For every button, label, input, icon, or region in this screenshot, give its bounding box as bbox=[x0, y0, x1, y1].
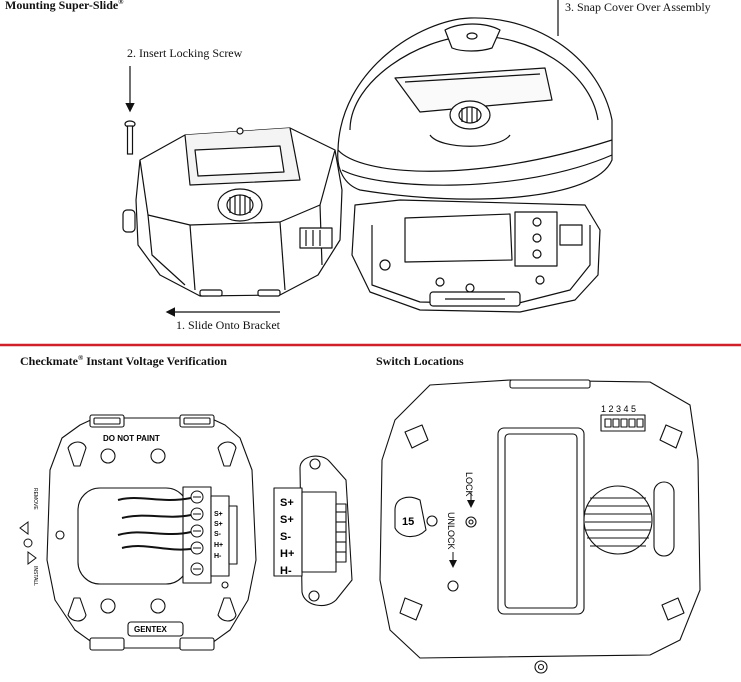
install-text: INSTALL bbox=[32, 566, 38, 586]
checkmate-wires bbox=[117, 497, 192, 551]
title-text: Checkmate bbox=[20, 354, 78, 368]
terminal-labels: S+ S+ S- H+ H- bbox=[214, 511, 223, 560]
unlock-text: UNLOCK bbox=[446, 512, 456, 550]
brand-text: GENTEX bbox=[134, 625, 168, 634]
lock-arrows bbox=[449, 492, 475, 568]
registered-mark: ® bbox=[118, 0, 124, 6]
remove-install-indicator bbox=[19, 521, 37, 565]
terminal-label: S+ bbox=[214, 521, 223, 528]
terminal-label: H- bbox=[214, 553, 222, 560]
connector-label: S+ bbox=[280, 514, 294, 526]
terminal-label: S+ bbox=[214, 511, 223, 518]
badge-number: 15 bbox=[402, 516, 414, 528]
dip-switch-numbers: 1 2 3 4 5 bbox=[601, 404, 636, 414]
detector-cover-assembly bbox=[337, 17, 613, 313]
title-rest: Instant Voltage Verification bbox=[83, 354, 227, 368]
connector-label: S- bbox=[280, 531, 291, 543]
section-title-mounting: Mounting Super-Slide® bbox=[5, 0, 123, 13]
step-3-label: 3. Snap Cover Over Assembly bbox=[565, 0, 711, 14]
connector-label: H+ bbox=[280, 548, 294, 560]
lock-text: LOCK bbox=[464, 472, 474, 497]
do-not-paint-text: DO NOT PAINT bbox=[103, 434, 160, 443]
section-title-checkmate: Checkmate® Instant Voltage Verification bbox=[20, 354, 227, 369]
section-title-switch: Switch Locations bbox=[376, 354, 464, 368]
title-text: Mounting Super-Slide bbox=[5, 0, 119, 12]
connector-labels: S+ S+ S- H+ H- bbox=[280, 497, 294, 577]
step-2-label: 2. Insert Locking Screw bbox=[127, 46, 243, 60]
voltage-connector-module bbox=[273, 455, 353, 607]
connector-label: S+ bbox=[280, 497, 294, 509]
terminal-label: S- bbox=[214, 531, 222, 538]
checkmate-terminal-screws bbox=[190, 490, 204, 576]
registered-mark: ® bbox=[77, 354, 84, 362]
remove-text: REMOVE bbox=[32, 488, 38, 510]
speaker-grille-lines bbox=[585, 497, 651, 547]
switch-board bbox=[379, 379, 701, 674]
terminal-label: H+ bbox=[214, 542, 223, 549]
connector-label: H- bbox=[280, 565, 292, 577]
step-1-label: 1. Slide Onto Bracket bbox=[176, 318, 280, 332]
locking-screw bbox=[124, 66, 136, 155]
detector-base-bracket bbox=[122, 127, 343, 297]
